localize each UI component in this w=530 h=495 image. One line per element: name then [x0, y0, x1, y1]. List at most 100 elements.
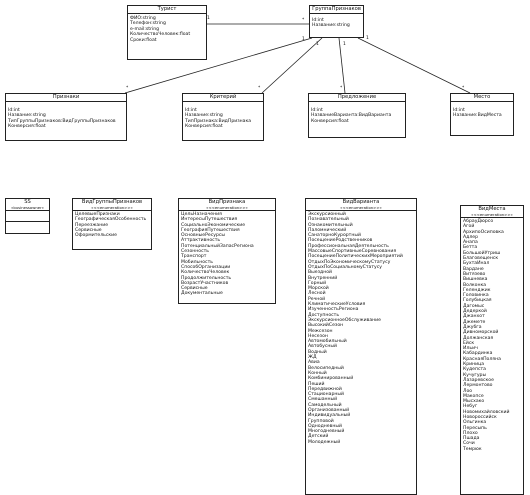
- enum-literal: Вишневка: [463, 277, 488, 283]
- enum-literal: Экскурсионный: [308, 212, 346, 217]
- enum-literal: Сервисные: [181, 286, 208, 292]
- class-name: Место: [451, 94, 513, 102]
- enum-vid-mesta[interactable]: ВидМеста «<<enumeration>>» АбрауДюрсо Аг…: [460, 205, 524, 495]
- enum-vid-varianta[interactable]: ВидВарианта «<<enumeration>>» Экскурсион…: [305, 198, 417, 495]
- enum-literal: ИнтересыПутешествия: [181, 217, 238, 223]
- attribute: Название:ВидМеста: [453, 113, 502, 119]
- enum-literal: БольшойУтриш: [463, 250, 501, 256]
- class-mesto[interactable]: Место Id:int Название:ВидМеста: [450, 93, 514, 136]
- enum-literal: Новороссийск: [463, 414, 497, 420]
- enum-literal: Ильич: [463, 346, 478, 352]
- enum-literal: Лоо: [463, 388, 473, 394]
- enum-literal: Мысхако: [463, 399, 485, 405]
- class-priznaki[interactable]: Признаки Id:int Название:string ТипГрупп…: [5, 93, 127, 141]
- enum-literal: Самодельный: [308, 402, 342, 408]
- attribute: ФИО:string: [130, 16, 156, 21]
- stereotype: «<<enumeration>>»: [461, 212, 523, 218]
- attributes-section: ФИО:string Телефон:string e-mail:string …: [128, 14, 206, 43]
- enum-literal: Ольгинка: [463, 420, 487, 426]
- enum-literal: Горный: [308, 280, 327, 286]
- attributes-section: Id:int Название:string ТипПризнака:ВидПр…: [183, 102, 263, 130]
- enum-literal: Макопсе: [463, 393, 484, 399]
- stereotype: «businessowner»: [6, 205, 49, 211]
- enum-literal: Темрюк: [463, 446, 482, 452]
- enum-literal: Пересыпь: [463, 425, 487, 431]
- enum-literal: Пеший: [308, 381, 325, 387]
- enum-vid-gruppy-priznakov[interactable]: ВидГруппыПризнаков «<<enumeration>>» Цел…: [72, 198, 152, 250]
- enum-literal: Благовещенск: [463, 256, 499, 262]
- enum-literal: Кудепста: [463, 367, 487, 373]
- class-ss[interactable]: SS «businessowner»: [5, 198, 50, 234]
- multiplicity-gruppa-end: *: [302, 18, 305, 23]
- enum-literal: Небуг: [463, 404, 478, 410]
- attribute: e-mail:string: [130, 26, 160, 32]
- enum-literal: Дагомыс: [463, 303, 485, 309]
- literals-section: АбрауДюрсо Агой АрхипоОсиповка Адлер Ана…: [461, 218, 523, 452]
- enum-literal: Многодневный: [308, 429, 345, 435]
- class-predlozhenie[interactable]: Предложение Id:int НазваниеВарианта:ВидВ…: [308, 93, 406, 138]
- multiplicity-assoc-end-3: *: [340, 86, 343, 91]
- multiplicity-gruppa-side-1: 1: [302, 37, 305, 42]
- enum-literal: ГеографияПутешествия: [181, 227, 240, 233]
- enum-literal: Дивноморской: [463, 330, 499, 336]
- enum-literal: Адлер: [463, 234, 478, 240]
- enum-name: ВидМеста: [461, 206, 523, 212]
- association-gruppa-priznaki: [124, 37, 313, 94]
- enum-literal: Бетта: [463, 245, 478, 251]
- enum-literal: АрхипоОсиповка: [463, 229, 504, 235]
- association-gruppa-predlozhenie: [338, 37, 346, 94]
- enum-literal: Переезжание: [75, 222, 109, 228]
- enum-literal: Пшада: [463, 436, 480, 442]
- enum-literal: Головинка: [463, 293, 489, 299]
- enum-literal: Выездной: [308, 270, 333, 276]
- enum-literal: Продолжительность: [181, 275, 232, 281]
- attribute: Сроки:float: [130, 37, 157, 43]
- enum-literal: ПосещениеПолитическихМероприятий: [308, 254, 403, 260]
- multiplicity-gruppa-side-4: 1: [366, 36, 369, 41]
- enum-literal: Волконка: [463, 282, 487, 288]
- enum-literal: КраснаяПоляна: [463, 356, 501, 362]
- enum-literal: Доступность: [308, 312, 340, 318]
- class-turist[interactable]: Турист ФИО:string Телефон:string e-mail:…: [127, 5, 207, 60]
- enum-literal: Однодневный: [308, 423, 342, 429]
- enum-literal: Мобильность: [181, 259, 213, 265]
- enum-literal: СанаторноКурортный: [308, 233, 361, 239]
- stereotype: «<<enumeration>>»: [306, 205, 416, 211]
- multiplicity-assoc-end-1: *: [126, 86, 129, 91]
- enum-literal: Групповой: [308, 418, 334, 424]
- class-gruppa-priznakov[interactable]: ГруппаПризнаков Id:int Название:string: [309, 5, 364, 38]
- attributes-section: Id:int Название:string: [310, 14, 363, 31]
- stereotype: «<<enumeration>>»: [73, 205, 151, 211]
- enum-literal: Детский: [308, 434, 329, 440]
- enum-literal: Дедеркой: [463, 309, 487, 315]
- attributes-section: [6, 211, 49, 222]
- enum-name: ВидПризнака: [179, 199, 275, 205]
- enum-vid-priznaka[interactable]: ВидПризнака «<<enumeration>>» ЦельНазнач…: [178, 198, 276, 304]
- enum-literal: ПосещениеРодственников: [308, 238, 373, 244]
- enum-literal: Новомихайловский: [463, 409, 510, 415]
- enum-literal: ИзученностьРегиона: [308, 307, 359, 313]
- enum-name: ВидВарианта: [306, 199, 416, 205]
- enum-literal: Анапа: [463, 240, 478, 246]
- association-gruppa-kriteriy: [261, 37, 323, 94]
- class-name: Предложение: [309, 94, 405, 102]
- enum-literal: Голубицкая: [463, 298, 492, 304]
- enum-literal: КоличествоЧеловек: [181, 270, 230, 276]
- enum-literal: Должанская: [463, 335, 494, 341]
- attribute: Id:int: [453, 108, 465, 113]
- attribute: ТипПризнака:ВидПризнака: [185, 118, 252, 124]
- class-kriteriy[interactable]: Критерий Id:int Название:string ТипПризн…: [182, 93, 264, 141]
- enum-literal: ВозрастУчастников: [181, 280, 229, 286]
- enum-literal: Кучугуры: [463, 372, 487, 378]
- enum-literal: Ейск: [463, 340, 475, 346]
- enum-literal: Водный: [308, 349, 327, 355]
- multiplicity-assoc-end-4: *: [462, 86, 465, 91]
- attribute: КоличествоЧеловек:float: [130, 32, 191, 38]
- attribute: Название:string: [312, 23, 350, 29]
- class-name: SS: [6, 199, 49, 205]
- enum-literal: Сочи: [463, 441, 475, 447]
- attribute: Id:int: [311, 108, 323, 113]
- class-name: Турист: [128, 6, 206, 14]
- enum-literal: Паломнический: [308, 227, 347, 233]
